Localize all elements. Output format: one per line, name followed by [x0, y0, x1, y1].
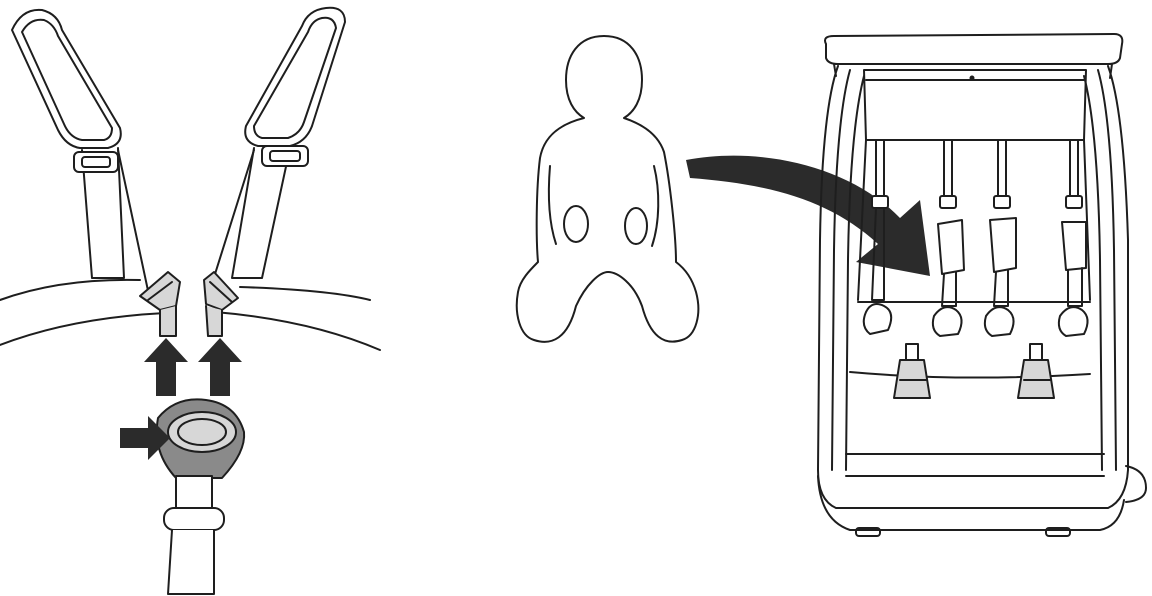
up-arrow-right — [198, 338, 242, 396]
right-strap-adjuster — [262, 146, 308, 166]
canopy-frame — [825, 34, 1122, 64]
seat-edge-right — [240, 287, 370, 300]
harness-strap-3 — [985, 140, 1016, 336]
seat-edge-left — [0, 280, 140, 300]
seat-buckle-left — [894, 344, 930, 398]
up-arrow-left — [144, 338, 188, 396]
right-shoulder-strap — [232, 148, 290, 278]
seat-edge-left-lower — [0, 313, 165, 345]
crotch-strap-lower — [168, 530, 214, 594]
right-shoulder-pad — [245, 8, 345, 146]
place-child-arrow — [686, 156, 930, 276]
harness-strap-4 — [1059, 140, 1088, 336]
seat-buckle-right — [1018, 344, 1054, 398]
crotch-strap-loop — [164, 508, 224, 530]
seat-carrier-panel — [818, 34, 1146, 536]
carrier-handle-right — [1126, 466, 1146, 502]
child-silhouette-icon — [517, 36, 699, 342]
seat-edge-right-lower — [215, 312, 380, 350]
left-buckle-tongue — [160, 306, 176, 336]
child-figure-panel — [517, 36, 699, 342]
carrier-base — [818, 476, 1124, 530]
harness-strap-2 — [933, 140, 964, 336]
right-buckle-tongue — [206, 306, 222, 336]
left-strap-adjuster — [74, 152, 118, 172]
harness-buckle-panel — [0, 8, 380, 594]
